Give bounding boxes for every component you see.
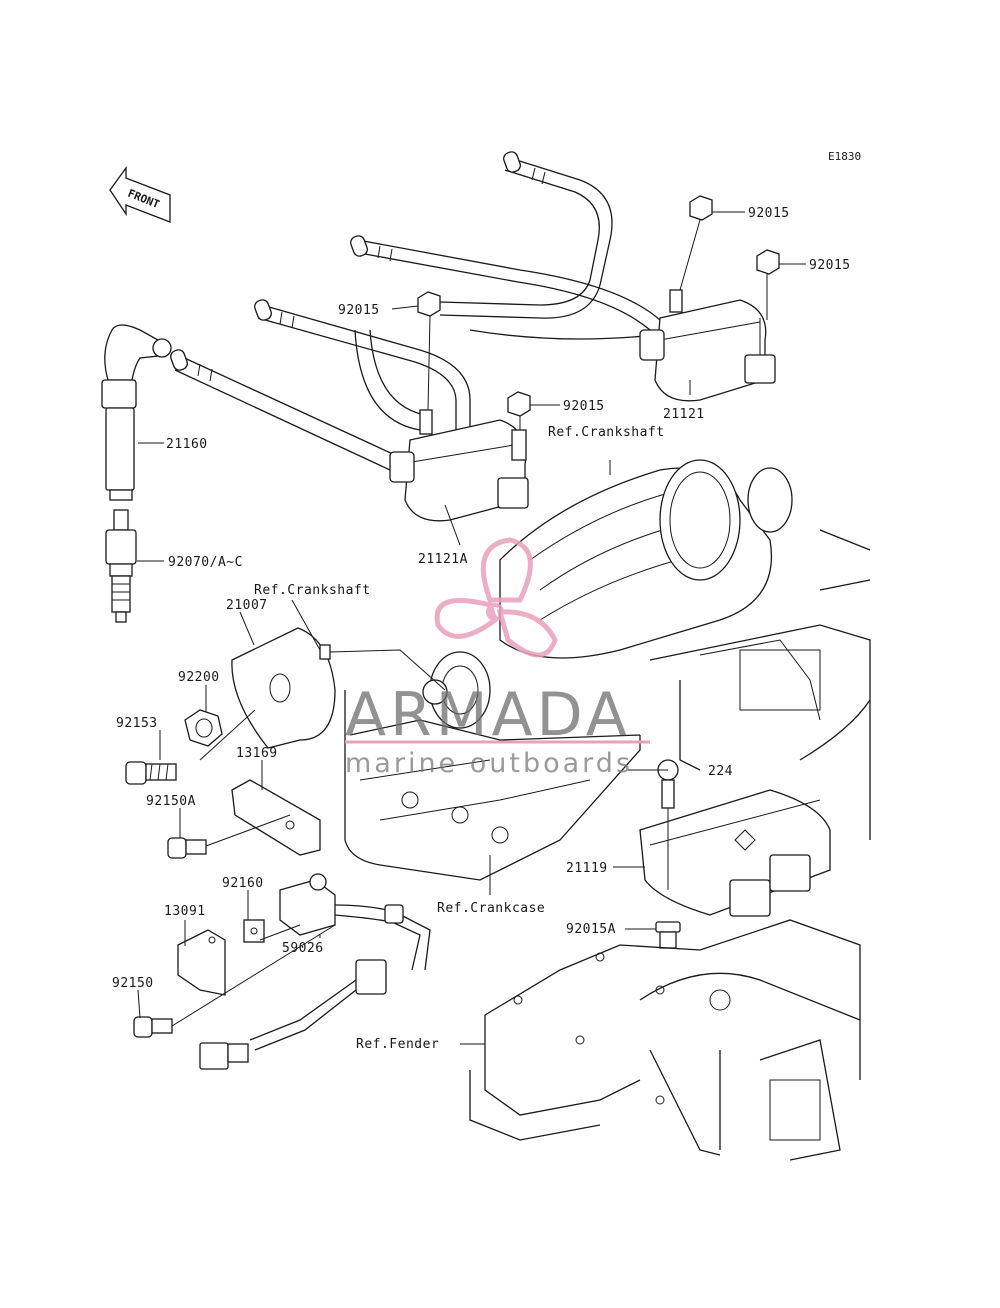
watermark-tagline: marine outboards [345,748,633,779]
part-labels: 92015 92015 92015 92015 21121 Ref.Cranks… [112,206,851,1052]
label-13169: 13169 [236,746,278,761]
label-21121: 21121 [663,407,705,422]
washer-92160 [243,919,265,943]
igniter-unit-21119 [639,759,831,949]
bolt-92153 [125,761,177,785]
label-92015A: 92015A [566,922,616,937]
bolt-92150A [167,837,207,859]
label-ref-crankshaft-top: Ref.Crankshaft [548,425,665,440]
label-92015-d: 92015 [563,399,605,414]
watermark: ARMADA marine outboards [345,537,650,779]
leader-lines [137,211,806,1045]
fender [469,919,861,1161]
label-ref-crankshaft-left: Ref.Crankshaft [254,583,371,598]
label-ref-crankcase: Ref.Crankcase [437,901,545,916]
label-13091: 13091 [164,904,206,919]
label-92200: 92200 [178,670,220,685]
pickup-coil-59026 [199,873,431,1070]
label-21121A: 21121A [418,552,468,567]
bracket-13091 [177,929,226,996]
ignition-coil-21121 [639,289,776,402]
front-direction-arrow: FRONT [109,166,171,223]
label-92070: 92070/A~C [168,555,243,570]
spark-plug-cap-21160 [101,324,172,501]
label-21160: 21160 [166,437,208,452]
diagram-code: E1830 [828,150,861,163]
label-92150A: 92150A [146,794,196,809]
label-92015-c: 92015 [338,303,380,318]
crankcase [344,529,871,881]
watermark-brand: ARMADA [345,680,631,750]
armada-logo-icon [434,537,558,658]
label-92160: 92160 [222,876,264,891]
ignition-coil-21121A [389,409,529,522]
rotor-21007 [231,627,446,749]
label-224: 224 [708,764,733,779]
ignition-cables [170,151,661,471]
label-21119: 21119 [566,861,608,876]
label-ref-fender: Ref.Fender [356,1037,439,1052]
label-21007: 21007 [226,598,268,613]
nut-92200 [184,709,223,747]
crankshaft [422,459,793,729]
label-92015-b: 92015 [809,258,851,273]
label-59026: 59026 [282,941,324,956]
label-92015-a: 92015 [748,206,790,221]
spark-plug-92070 [105,509,137,623]
label-92150: 92150 [112,976,154,991]
plate-13169 [231,779,321,856]
nut-92015-group [417,195,780,430]
bolt-92150 [133,1016,173,1038]
label-92153: 92153 [116,716,158,731]
